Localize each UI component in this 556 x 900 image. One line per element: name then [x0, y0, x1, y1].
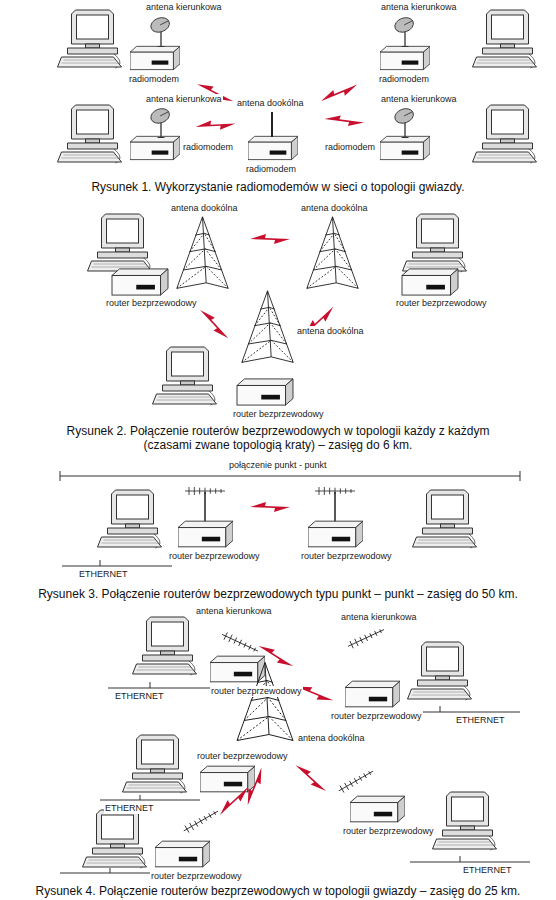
device-label: router bezprzewodowy [232, 409, 325, 420]
device-label: radiomodem [128, 74, 180, 85]
device-label: radiomodem [324, 142, 376, 153]
device-label: router bezprzewodowy [210, 686, 303, 697]
device-label: router bezprzewodowy [395, 298, 488, 309]
device-label: antena kierunkowa [145, 2, 223, 13]
device-label: ETHERNET [78, 569, 129, 580]
device-label: antena kierunkowa [145, 94, 223, 105]
figure-caption: Rysunek 2. Połączenie routerów bezprzewo… [43, 424, 513, 452]
device-label: antena dookólna [296, 326, 365, 337]
device-label: antena kierunkowa [195, 606, 273, 617]
device-label: ETHERNET [462, 865, 513, 876]
device-label: radiomodem [182, 142, 234, 153]
device-label: radiomodem [245, 164, 297, 175]
device-label: antena dookólna [300, 203, 369, 214]
figure-caption: Rysunek 1. Wykorzystanie radiomodemów w … [8, 180, 548, 194]
device-label: antena kierunkowa [340, 612, 418, 623]
device-label: antena kierunkowa [380, 2, 458, 13]
device-label: połączenie punkt - punkt [228, 460, 328, 471]
device-label: antena dookólna [297, 733, 366, 744]
device-label: antena dookólna [236, 98, 305, 109]
device-label: radiomodem [378, 74, 430, 85]
device-label: ETHERNET [455, 715, 506, 726]
device-label: router bezprzewodowy [168, 551, 261, 562]
device-label: ETHERNET [104, 803, 155, 814]
device-label: router bezprzewodowy [330, 711, 423, 722]
device-label: router bezprzewodowy [342, 826, 435, 837]
device-label: antena dookólna [170, 203, 239, 214]
device-label: router bezprzewodowy [150, 871, 243, 882]
figure-caption: Rysunek 3. Połączenie routerów bezprzewo… [8, 587, 548, 601]
device-label: router bezprzewodowy [196, 751, 289, 762]
figure-caption: Rysunek 4. Połączenie routerów bezprzewo… [8, 884, 548, 898]
device-label: router bezprzewodowy [105, 298, 198, 309]
device-label: ETHERNET [114, 691, 165, 702]
device-label: router bezprzewodowy [300, 551, 393, 562]
device-label: antena kierunkowa [380, 94, 458, 105]
